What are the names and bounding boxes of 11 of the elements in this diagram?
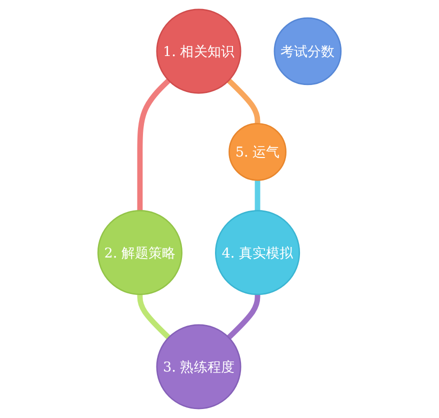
connector: [137, 294, 171, 340]
connector: [226, 78, 260, 124]
connector: [137, 78, 171, 211]
connector: [254, 180, 260, 211]
node-circle: 2. 解题策略: [97, 210, 182, 296]
node-circle: 1. 相关知识: [156, 8, 242, 94]
node-circle: 考试分数: [274, 17, 342, 86]
connector: [226, 294, 260, 340]
node-circle: 3. 熟练程度: [156, 324, 242, 410]
node-circle: 4. 真实模拟: [215, 210, 300, 296]
node-circle: 5. 运气: [228, 122, 286, 181]
